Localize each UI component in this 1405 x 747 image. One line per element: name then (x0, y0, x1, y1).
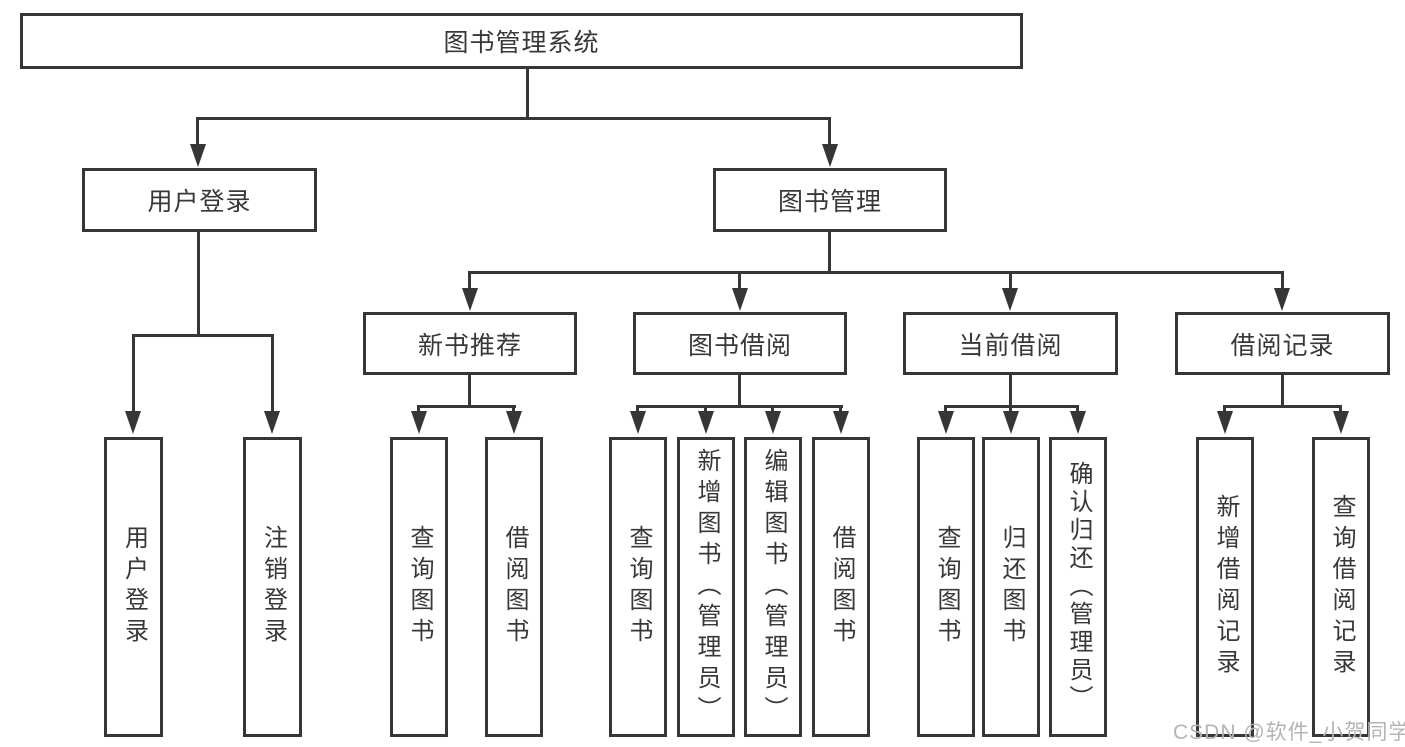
arrowhead-to-leaf (938, 411, 954, 434)
leaf-confirm-return-admin: 确认归还（管理员） (1049, 437, 1107, 737)
arrowhead-to-leaf (833, 411, 849, 434)
connector-leaf-drop (132, 334, 135, 414)
arrowhead-to-user-login (190, 144, 206, 167)
leaf-add-borrow-record: 新增借阅记录 (1196, 437, 1254, 737)
arrowhead-to-leaf (506, 411, 522, 434)
leaf-label: 借阅图书 (501, 525, 528, 649)
arrowhead-to-leaf-logout (264, 411, 280, 434)
connector-leaf-drop (704, 405, 707, 415)
connector-leaf-drop (944, 405, 947, 415)
leaf-label: 查询图书 (933, 525, 960, 649)
leaf-add-books-admin: 新增图书（管理员） (677, 437, 735, 737)
connector-leaf-drop (271, 334, 274, 414)
node-label: 图书借阅 (687, 331, 792, 360)
connector-recommend-stem (468, 375, 471, 408)
arrowhead-to-new-book-recommend (462, 288, 478, 311)
arrowhead-to-leaf (411, 411, 427, 434)
arrowhead-to-leaf (1003, 411, 1019, 434)
arrowhead-to-leaf (698, 411, 714, 434)
arrowhead-to-book-borrow (732, 288, 748, 311)
node-label: 新书推荐 (417, 331, 522, 360)
node-user-login: 用户登录 (82, 168, 317, 232)
connector-login-drop (196, 117, 199, 146)
arrowhead-to-leaf (1333, 411, 1349, 434)
node-label: 当前借阅 (958, 331, 1063, 360)
connector-borrow-stem (738, 375, 741, 408)
leaf-label: 查询借阅记录 (1328, 494, 1355, 680)
arrowhead-to-leaf (1070, 411, 1086, 434)
connector-records-stem (1281, 375, 1284, 408)
leaf-label: 确认归还（管理员） (1065, 461, 1092, 713)
connector-manage-stem (828, 232, 831, 274)
leaf-label: 归还图书 (998, 525, 1025, 649)
node-book-borrow: 图书借阅 (633, 312, 847, 375)
node-library-system: 图书管理系统 (20, 13, 1023, 69)
node-book-management: 图书管理 (713, 168, 947, 232)
csdn-watermark: CSDN @软件_小贺同学 (1173, 721, 1405, 744)
leaf-return-books: 归还图书 (982, 437, 1040, 737)
node-current-borrow: 当前借阅 (903, 312, 1118, 375)
node-label: 图书管理系统 (443, 29, 600, 57)
node-label: 用户登录 (147, 188, 252, 216)
leaf-edit-books-admin: 编辑图书（管理员） (744, 437, 802, 737)
connector-leaf-drop (636, 405, 639, 415)
connector-login-stem (197, 232, 200, 337)
arrowhead-to-current-borrow (1002, 288, 1018, 311)
connector-leaf-drop (1223, 405, 1226, 415)
leaf-label: 用户登录 (120, 525, 148, 649)
connector-recommend-bar (417, 405, 516, 408)
leaf-label: 新增图书（管理员） (693, 447, 720, 727)
leaf-query-borrow-record: 查询借阅记录 (1312, 437, 1370, 737)
leaf-logout: 注销登录 (243, 437, 302, 737)
node-label: 借阅记录 (1230, 331, 1335, 360)
leaf-label: 编辑图书（管理员） (760, 447, 787, 727)
connector-leaf-drop (771, 405, 774, 415)
connector-l3-drop (1009, 271, 1012, 291)
leaf-user-login: 用户登录 (104, 437, 163, 737)
node-new-book-recommend: 新书推荐 (363, 312, 577, 375)
arrowhead-to-leaf-user-login (125, 411, 141, 434)
node-label: 图书管理 (777, 188, 882, 216)
connector-l3-drop (738, 271, 741, 291)
connector-current-stem (1009, 375, 1012, 408)
leaf-query-books-recommend: 查询图书 (390, 437, 448, 737)
connector-leaf-drop (417, 405, 420, 415)
leaf-query-books-borrow: 查询图书 (609, 437, 667, 737)
connector-leaf-drop (512, 405, 515, 415)
connector-records-bar (1223, 405, 1342, 408)
connector-l3-drop (1281, 271, 1284, 291)
connector-leaf-drop (1076, 405, 1079, 415)
connector-manage-bar (468, 271, 1284, 274)
connector-login-bar (132, 334, 274, 337)
leaf-label: 查询图书 (625, 525, 652, 649)
leaf-label: 借阅图书 (828, 525, 855, 649)
arrowhead-to-leaf (765, 411, 781, 434)
leaf-borrow-books: 借阅图书 (812, 437, 870, 737)
leaf-query-books-current: 查询图书 (917, 437, 975, 737)
leaf-label: 新增借阅记录 (1212, 494, 1239, 680)
connector-root-bar (196, 117, 831, 120)
connector-manage-drop (828, 117, 831, 146)
node-borrow-records: 借阅记录 (1175, 312, 1390, 375)
connector-borrow-bar (636, 405, 843, 408)
leaf-label: 注销登录 (259, 525, 287, 649)
arrowhead-to-book-management (822, 144, 838, 167)
arrowhead-to-borrow-records (1274, 288, 1290, 311)
arrowhead-to-leaf (1217, 411, 1233, 434)
leaf-borrow-books-recommend: 借阅图书 (485, 437, 543, 737)
connector-leaf-drop (839, 405, 842, 415)
arrowhead-to-leaf (630, 411, 646, 434)
leaf-label: 查询图书 (406, 525, 433, 649)
connector-root-stem (526, 69, 529, 120)
connector-leaf-drop (1339, 405, 1342, 415)
connector-leaf-drop (1009, 405, 1012, 415)
connector-l3-drop (468, 271, 471, 291)
